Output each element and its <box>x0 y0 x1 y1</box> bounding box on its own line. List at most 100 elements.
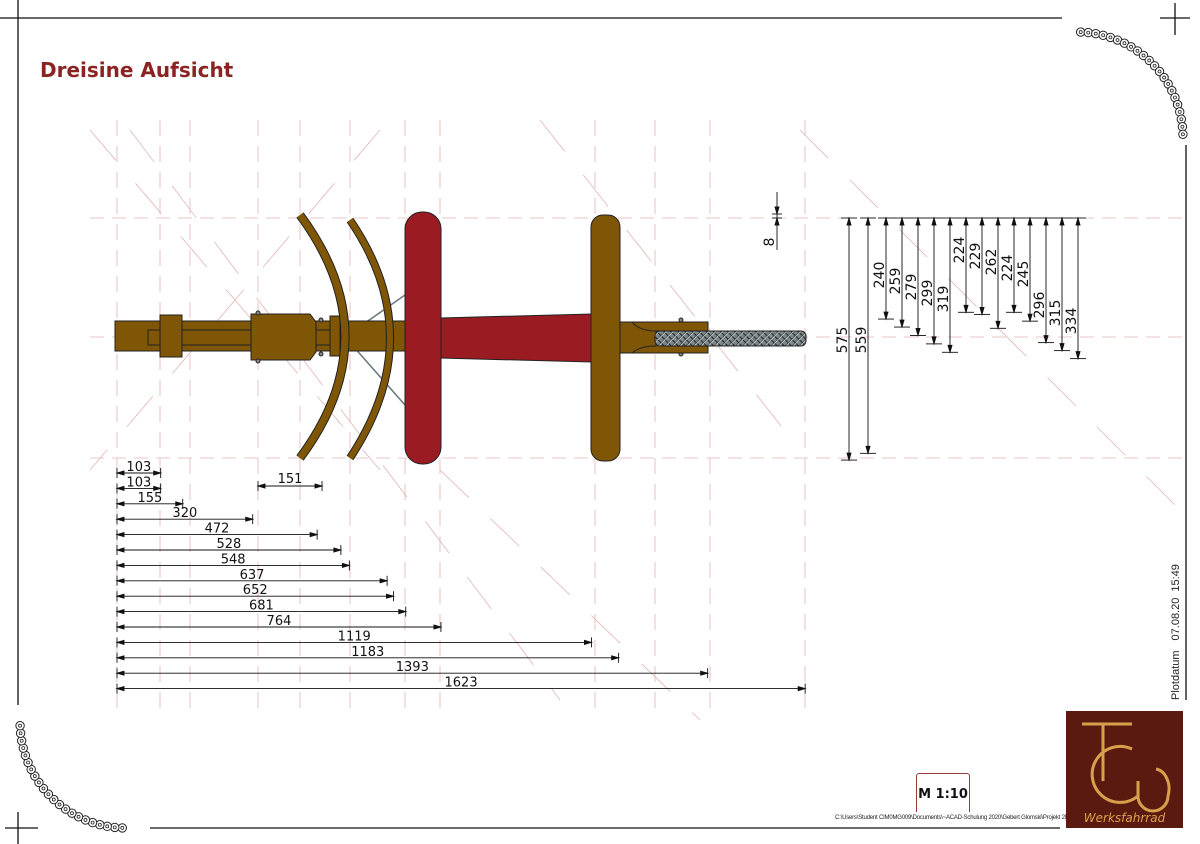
chain-pin-icon <box>1078 30 1083 34</box>
arrow-icon <box>774 206 780 216</box>
arrow-icon <box>115 547 125 553</box>
arrow-icon <box>963 216 969 226</box>
chain-pin-icon <box>97 822 102 827</box>
arrow-icon <box>979 306 985 317</box>
logo-text: Werksfahrrad <box>1083 811 1166 825</box>
red-wheel <box>404 211 442 465</box>
chain-pin-icon <box>21 746 26 751</box>
arrow-icon <box>115 593 125 599</box>
chain-pin-icon <box>1177 109 1182 114</box>
page-title: Dreisine Aufsicht <box>40 58 234 82</box>
bolts <box>255 310 684 364</box>
chain-link-icon <box>15 720 25 731</box>
dimension-label: 637 <box>240 568 265 583</box>
chain-pin-icon <box>18 723 22 728</box>
arrow-icon <box>245 516 255 522</box>
chain-pin-icon <box>37 780 41 785</box>
arrow-icon <box>153 470 163 476</box>
arrow-icon <box>314 483 324 489</box>
arrow-icon <box>1075 216 1081 226</box>
dimension-label: 334 <box>1064 308 1080 335</box>
construction-diagonal <box>799 129 1191 521</box>
dimension-label: 1183 <box>351 645 384 660</box>
arrow-icon <box>1075 351 1081 361</box>
dimension-label: 245 <box>1016 261 1032 288</box>
dimension-label: 224 <box>952 237 968 264</box>
chain-pin-icon <box>1180 124 1185 129</box>
arrow-icon <box>115 562 125 568</box>
sleeve-block <box>250 313 317 361</box>
chain-pin-icon <box>57 802 62 807</box>
rear-axle <box>590 214 621 462</box>
chain-pin-icon <box>1135 49 1140 53</box>
clamp-block <box>159 314 183 358</box>
dimension-label: 151 <box>278 472 303 487</box>
arrow-icon <box>341 562 351 568</box>
arrow-icon <box>899 216 905 226</box>
arrow-icon <box>115 578 125 584</box>
arrow-icon <box>1011 304 1017 314</box>
arrow-icon <box>883 216 889 226</box>
chain-pin-icon <box>1093 31 1098 36</box>
chain-pin-icon <box>1152 63 1157 68</box>
plot-label: Plotdatum <box>1170 650 1182 700</box>
arrow-icon <box>379 578 389 584</box>
dimension-label: 764 <box>267 614 292 629</box>
arrow-icon <box>947 216 953 226</box>
arrow-icon <box>256 483 266 489</box>
arrow-icon <box>1027 216 1033 226</box>
plot-date-value: 07.08.20 <box>1170 597 1182 641</box>
arrow-icon <box>385 593 396 599</box>
scale-box: M 1:10 <box>916 773 970 812</box>
dimensions: 1031031553204725285486376526817641119118… <box>115 192 1086 694</box>
arrow-icon <box>797 686 807 692</box>
arrow-icon <box>175 501 185 507</box>
arrow-icon <box>931 336 937 346</box>
arrow-icon <box>1043 216 1049 226</box>
threaded-rod <box>654 330 807 347</box>
arrow-icon <box>846 452 852 462</box>
dimension-label: 299 <box>920 280 936 307</box>
dimension-label: 259 <box>888 268 904 295</box>
dimension-label: 224 <box>1000 255 1016 282</box>
dimension-label: 155 <box>137 491 162 506</box>
arrow-icon <box>115 485 125 491</box>
dimension-label: 559 <box>854 327 870 354</box>
construction-diagonal <box>129 129 561 701</box>
chain-pin-icon <box>1181 132 1185 137</box>
chain-pin-icon <box>120 826 125 830</box>
dimension-label: 528 <box>217 537 242 552</box>
dimension-label: 1623 <box>445 676 478 691</box>
chain-pin-icon <box>1147 58 1152 63</box>
arrow-icon <box>115 470 125 476</box>
chain-pin-icon <box>23 753 28 758</box>
werksfahrrad-logo: Werksfahrrad <box>1066 711 1183 828</box>
arrow-icon <box>1011 216 1017 226</box>
arrow-icon <box>1059 216 1065 226</box>
arrow-icon <box>774 216 780 226</box>
arrow-icon <box>433 624 443 630</box>
seat-arc <box>347 218 393 460</box>
arrow-icon <box>865 445 871 455</box>
chain-pin-icon <box>1162 75 1166 80</box>
dimension-label: 296 <box>1032 292 1048 319</box>
dimension-label: 548 <box>221 552 246 567</box>
chain-link-icon <box>1178 129 1188 140</box>
construction-diagonal <box>439 469 701 721</box>
arrow-icon <box>115 686 125 692</box>
scale-label: M 1:10 <box>918 787 968 802</box>
arrow-icon <box>333 547 343 553</box>
arrow-icon <box>153 485 163 491</box>
arrow-icon <box>963 304 969 314</box>
arrow-icon <box>115 670 125 676</box>
arrow-icon <box>915 328 921 338</box>
arrow-icon <box>995 216 1001 226</box>
handlebar-arc <box>297 212 349 461</box>
chain-pin-icon <box>1157 69 1162 74</box>
chain-pin-icon <box>41 786 46 791</box>
construction-lines <box>89 119 1191 721</box>
chain-pin-icon <box>32 774 37 778</box>
chain-pin-icon <box>1122 41 1127 46</box>
chain-pin-icon <box>19 738 24 743</box>
